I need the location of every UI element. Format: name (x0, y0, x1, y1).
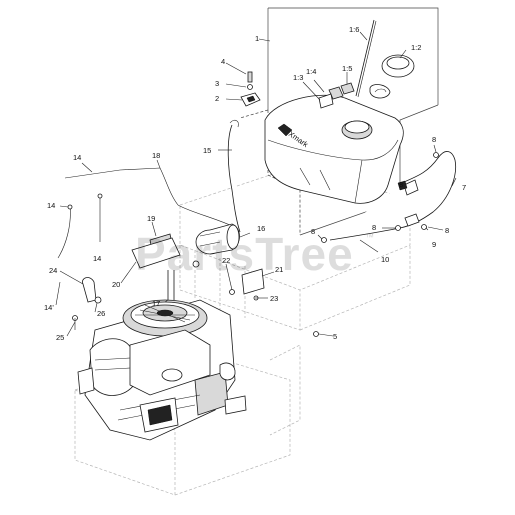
fuel-tank: Xmark (264, 94, 404, 204)
callout-20: 20 (112, 280, 120, 289)
leader-lines (59, 31, 457, 337)
callout-8-b: 8 (445, 226, 449, 235)
tank-bracket-hardware (240, 71, 261, 107)
callout-1-4: 1:4 (306, 67, 316, 76)
engine (77, 299, 247, 441)
callout-1-6: 1:6 (349, 25, 359, 34)
callout-17: 17 (152, 299, 160, 308)
callout-4: 4 (221, 57, 225, 66)
callout-18: 18 (152, 151, 160, 160)
callout-15: 15 (203, 146, 211, 155)
left-hardware (72, 277, 102, 330)
callout-1-3: 1:3 (293, 73, 303, 82)
callout-1-2: 1:2 (411, 43, 421, 52)
tank-cap-assembly (318, 19, 415, 109)
callout-22: 22 (222, 256, 230, 265)
callout-14-c: 14 (93, 254, 101, 263)
throttle-cable (227, 119, 241, 233)
fuel-lines (321, 151, 457, 243)
callout-8-a: 8 (432, 135, 436, 144)
callout-23: 23 (270, 294, 278, 303)
callout-7: 7 (462, 183, 466, 192)
breather-hose (167, 268, 319, 337)
control-cables (55, 167, 233, 306)
watermark-text: PartsTree (135, 228, 354, 280)
callout-1: 1 (255, 34, 259, 43)
callout-25: 25 (56, 333, 64, 342)
callout-9: 9 (432, 240, 436, 249)
watermark-trademark: ™ (365, 232, 374, 242)
callout-8-d: 8 (311, 227, 315, 236)
starter-solenoid (131, 223, 240, 269)
callout-2: 2 (215, 94, 219, 103)
callout-14-d: 14' (44, 303, 54, 312)
callout-8-e: 8 (399, 180, 403, 189)
callout-24: 24 (49, 266, 57, 275)
callout-14-b: 14 (47, 201, 55, 210)
callout-16: 16 (257, 224, 265, 233)
callout-19: 19 (147, 214, 155, 223)
watermark: PartsTree ™ (135, 228, 374, 280)
callout-14-a: 14 (73, 153, 81, 162)
callout-1-5: 1:5 (342, 64, 352, 73)
callout-5: 5 (333, 332, 337, 341)
callout-26: 26 (97, 309, 105, 318)
callout-10: 10 (381, 255, 389, 264)
callout-labels: 1 1:6 1:2 1:4 1:5 1:3 2 3 4 5 7 8 8 8 8 … (44, 25, 466, 342)
callout-21: 21 (275, 265, 283, 274)
callout-3: 3 (215, 79, 219, 88)
callout-8-c: 8 (372, 223, 376, 232)
